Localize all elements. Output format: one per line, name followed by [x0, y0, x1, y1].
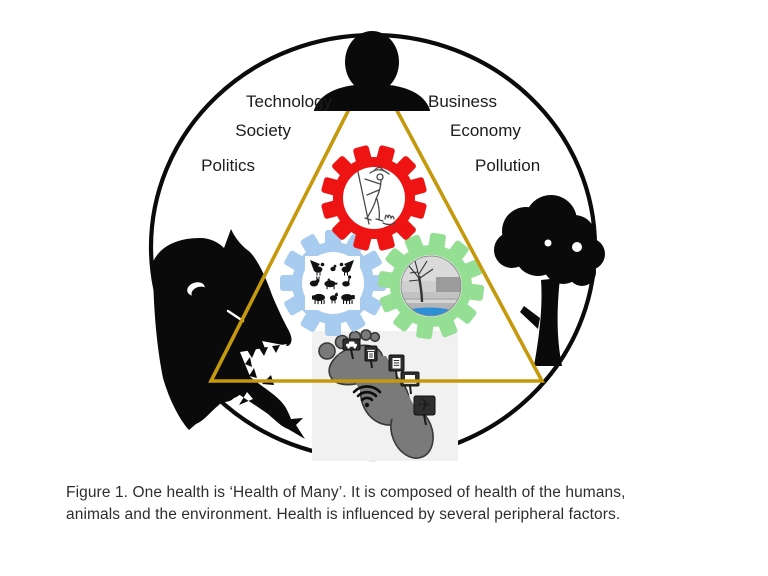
sign-airplane: ✈ [413, 395, 436, 416]
sign-document [388, 354, 405, 372]
sign-laptop [400, 371, 420, 387]
airplane-icon: ✈ [417, 396, 431, 416]
figure-caption: Figure 1. One health is ‘Health of Many’… [66, 482, 626, 525]
label-politics: Politics [201, 156, 255, 175]
label-pollution: Pollution [475, 156, 540, 175]
label-business: Business [428, 92, 497, 111]
wifi-icon [352, 385, 382, 408]
farmer-illustration [357, 166, 396, 226]
tree-silhouette [494, 195, 605, 366]
animals-gear [280, 230, 386, 336]
one-health-diagram: ✈ [148, 31, 605, 462]
triangle [208, 60, 546, 383]
sign-trash-bin [364, 345, 378, 362]
person-silhouette [314, 31, 430, 111]
label-technology: Technology [246, 92, 333, 111]
caption-line-1: Figure 1. One health is ‘Health of Many’… [66, 484, 626, 501]
sign-car [342, 338, 361, 351]
farm-animal-silhouettes [309, 260, 355, 305]
humans-gear [309, 133, 439, 263]
environment-gear [371, 226, 491, 346]
caption-line-2: animals and the environment. Health is i… [66, 505, 621, 523]
fish-silhouette [225, 370, 305, 439]
footprint-signs [350, 349, 427, 426]
bear-silhouette [153, 229, 292, 430]
label-economy: Economy [450, 121, 521, 140]
label-society: Society [235, 121, 291, 140]
